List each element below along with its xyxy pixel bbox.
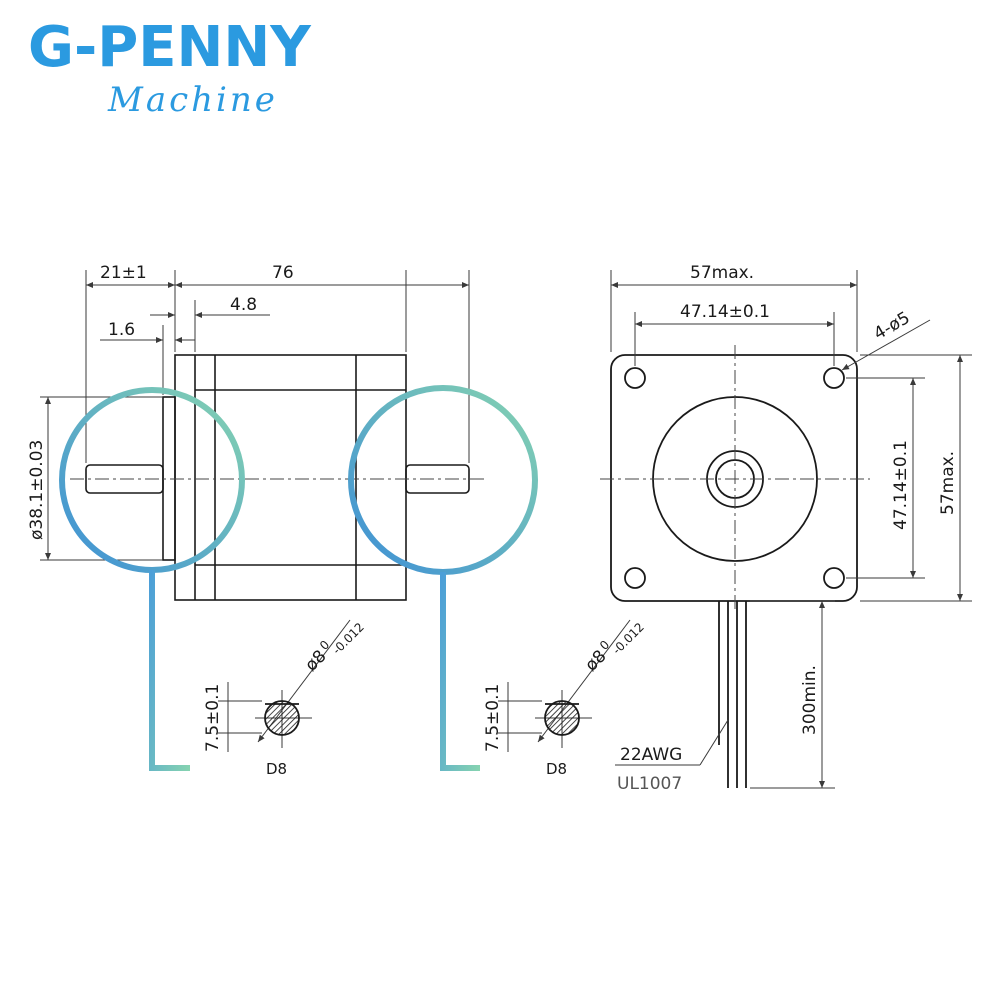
- mounting-hole-tl: [624, 367, 646, 389]
- shaft-section-2: [544, 700, 580, 736]
- rear-shaft-leader: [440, 572, 480, 771]
- brand-logo: G-PENNY Machine: [28, 15, 348, 121]
- shaft-2-flat: 7.5±0.1: [483, 684, 503, 752]
- brand-subtitle: Machine: [108, 80, 278, 120]
- front-dimensions: [610, 270, 972, 789]
- dim-body-length: 76: [272, 263, 294, 283]
- side-dimensions: [40, 270, 470, 561]
- shaft-highlight-rings: [59, 385, 538, 771]
- dim-front-shaft: 21±1: [100, 263, 147, 283]
- side-view: [70, 354, 485, 601]
- mounting-hole-br: [823, 567, 845, 589]
- dim-hole-spacing-v: 47.14±0.1: [891, 440, 911, 530]
- front-view: [610, 354, 858, 788]
- mounting-hole-tr: [823, 367, 845, 389]
- dim-hole-spacing: 47.14±0.1: [680, 302, 770, 322]
- front-flange-outline: [610, 354, 858, 602]
- mounting-hole-bl: [624, 567, 646, 589]
- shaft-1-flat: 7.5±0.1: [203, 684, 223, 752]
- dim-width: 57max.: [690, 263, 754, 283]
- shaft-1-label: D8: [266, 760, 287, 778]
- front-dimension-labels: 57max. 47.14±0.1 4-ø5 47.14±0.1 57max. 3…: [617, 263, 958, 794]
- dim-flange: 4.8: [230, 295, 257, 315]
- wire-gauge: 22AWG: [620, 745, 682, 765]
- dim-boss: 1.6: [108, 320, 135, 340]
- dim-boss-diameter: ø38.1±0.03: [27, 440, 47, 540]
- front-shaft-leader: [149, 570, 190, 771]
- dim-lead: 300min.: [800, 665, 820, 735]
- shaft-section-1: [264, 700, 300, 736]
- brand-title: G-PENNY: [28, 15, 311, 80]
- wire-type: UL1007: [617, 774, 682, 794]
- front-centerlines: [600, 345, 870, 612]
- side-dimension-labels: 21±1 76 4.8 1.6 ø38.1±0.03: [27, 263, 294, 540]
- shaft-1-tol-lower: -0.012: [330, 620, 367, 657]
- shaft-2-tol-lower: -0.012: [610, 620, 647, 657]
- rear-shaft-ring: [348, 385, 538, 575]
- shaft-detail-1: 7.5±0.1 D8 ø8 0 -0.012: [203, 619, 367, 778]
- shaft-2-label: D8: [546, 760, 567, 778]
- dim-holes: 4-ø5: [871, 308, 914, 344]
- motor-body-outline: [174, 354, 407, 601]
- dim-height: 57max.: [938, 451, 958, 515]
